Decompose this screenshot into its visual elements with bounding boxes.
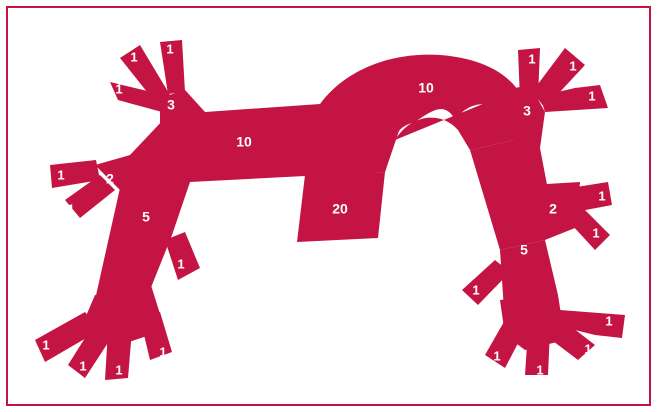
left-top-finger-2-label: 1 [166,41,173,56]
left-foot-finger-1-label: 1 [42,337,49,352]
right-top-finger-2-label: 1 [569,58,576,73]
left-foot-finger-2-label: 1 [79,358,86,373]
left-foot-finger-3-label: 1 [115,362,122,377]
branch-shape [35,40,625,380]
right-foot-finger-2-label: 1 [536,362,543,377]
trunk-label: 20 [332,201,348,217]
right-foot-finger-4-label: 1 [605,313,612,328]
right-leg-label: 5 [520,242,528,258]
left-top-finger-3-label: 1 [115,81,122,96]
right-foot-finger-1-label: 1 [493,348,500,363]
left-beam-label: 10 [236,134,252,150]
left-foot-finger-4-label: 1 [159,344,166,359]
right-mid-finger-1-label: 1 [598,188,605,203]
right-foot-finger-3-label: 1 [584,341,591,356]
right-top-finger-1-label: 1 [528,51,535,66]
left-top-finger-1-label: 1 [130,49,137,64]
left-mid-finger-2-label: 1 [67,201,74,216]
right-leg-finger-label: 1 [472,282,479,297]
left-hub-upper-label: 3 [167,97,175,113]
left-leg-finger-label: 1 [177,256,184,271]
left-mid-finger-1-label: 1 [57,167,64,182]
right-top-finger-3-label: 1 [588,88,595,103]
left-hub-mid-label: 2 [106,171,114,187]
left-leg-label: 5 [142,209,150,225]
left-foot-finger-4-shape [140,312,172,360]
arch-label: 10 [418,80,434,96]
right-hub-mid-label: 2 [549,201,557,217]
right-hub-upper-label: 3 [523,103,531,119]
right-mid-finger-2-label: 1 [592,225,599,240]
